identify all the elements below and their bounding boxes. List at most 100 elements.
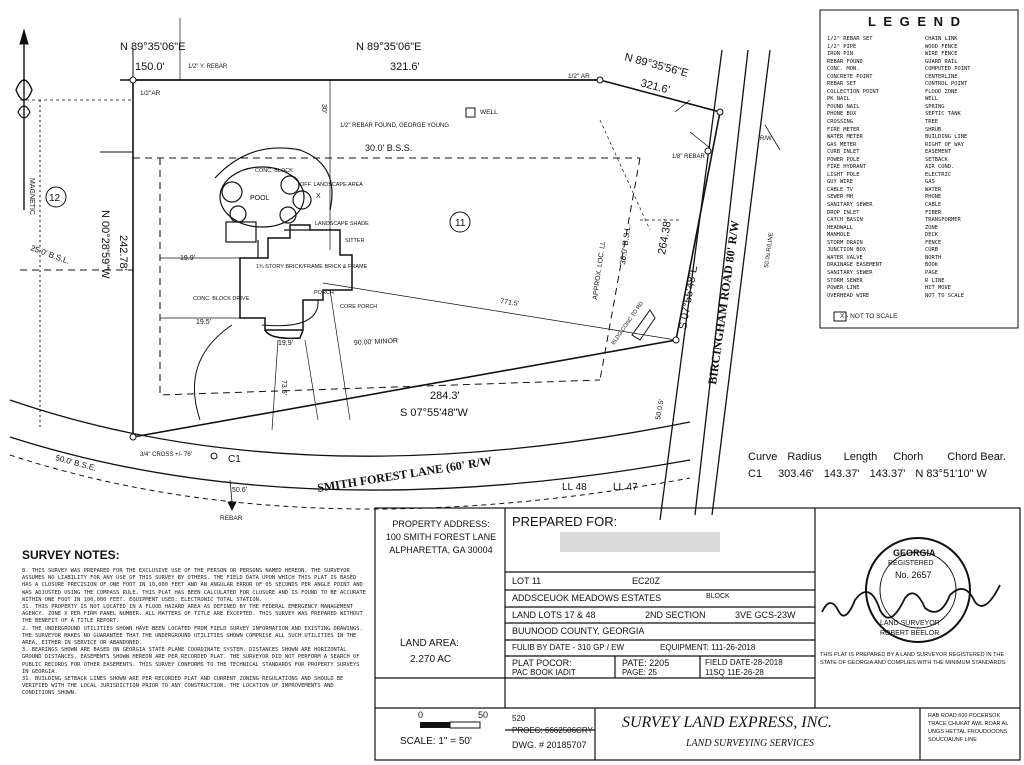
curve-table: Curve Radius Length Chorh Chord Bear. C1… [748, 451, 1006, 480]
prepared-for-label: PREPARED FOR: [512, 514, 618, 529]
legend-item: WATER METER [827, 134, 863, 141]
legend-item: CURB [925, 247, 938, 254]
south-bearing-dist: 284.3' [430, 390, 460, 402]
sitter-label: SITTER [345, 238, 365, 244]
legend-item: HEADWALL [827, 224, 853, 231]
legend-item: CATCH BASIN [827, 217, 863, 224]
legend-item: REBAR SET [827, 81, 857, 88]
porch-label: PORCH [314, 290, 334, 296]
legend-item: PK NAIL [827, 96, 850, 103]
property-address-line1: 100 SMITH FOREST LANE [385, 532, 497, 542]
title-block-frame [374, 507, 1021, 761]
legend-item: WATER VALVE [827, 254, 863, 261]
conc-drive-label: CONC. BLOCK DRIVE [193, 296, 250, 302]
curve-c1-note: 3/4" CROSS +/- 76' [140, 452, 192, 458]
legend-item: STORM DRAIN [827, 239, 863, 246]
seal-top: GEORGIA [893, 548, 936, 558]
legend-item: POWER LINE [827, 285, 860, 292]
north-bearing-a-dist: 150.0' [135, 61, 165, 73]
legend-item: CONTROL POINT [925, 81, 968, 88]
legend-item: REBAR FOUND [827, 58, 863, 65]
legend-item: TRANSFORMER [925, 217, 961, 224]
survey-notes-title: SURVEY NOTES: [22, 548, 120, 562]
legend-item: SHRUB [925, 126, 942, 133]
legend-item: DRAINAGE EASEMENT [827, 262, 883, 269]
curve-c1-label: C1 [228, 454, 241, 465]
legend-item: WIRE FENCE [925, 51, 958, 58]
legend-item: RIGHT OF WAY [925, 141, 964, 148]
tb-number: 520 [512, 714, 526, 723]
dim-735: 73.5' [280, 380, 287, 395]
surveyor-signature [821, 584, 1001, 619]
legend-item: GUARD RAIL [925, 58, 958, 65]
survey-note: 31. BUILDING SETBACK LINES SHOWN ARE PER… [22, 676, 344, 697]
redacted-client [560, 532, 720, 552]
legend-item: FENCE [925, 239, 942, 246]
legend-item: CONC. MON. [827, 66, 860, 73]
ll48-label: LL 48 [562, 482, 587, 493]
tb-block: BLOCK [706, 593, 730, 600]
conc-block-label: CONC. BLOCK [255, 168, 293, 174]
property-address-line2: ALPHARETTA, GA 30004 [389, 545, 493, 555]
dim-505: 50.0.5' [655, 399, 666, 421]
tb-equipment: EQUIPMENT: 111-26-2018 [660, 643, 756, 652]
legend-item: CURB INLET [827, 149, 860, 156]
legend-item: NORTH [925, 254, 942, 261]
tb-field-date3: 11SQ 11E-26-28 [705, 668, 764, 677]
land-area-label: LAND AREA: [400, 638, 459, 649]
bss-30-label: 30.0' B.S.S. [365, 143, 412, 153]
curve-cell-bearing: N 83°51'10" W [915, 468, 987, 480]
legend-item: AIR COND. [925, 164, 955, 171]
legend-item: TREE [925, 119, 938, 126]
tb-project: PROEC: 6662506CRY [512, 726, 593, 735]
legend-item: DECK [925, 232, 938, 239]
lot-circle [449, 211, 471, 233]
dim-199a: 19.9' [180, 255, 195, 262]
bsl-25-label: 25.0' B.S.L. [29, 243, 71, 266]
smith-forest-lane-row [9, 399, 691, 510]
legend-item: CABLE TV [827, 186, 853, 193]
survey-notes-body: 8. THIS SURVEY WAS PREPARED FOR THE EXCL… [22, 568, 367, 698]
legend-item: IRON PIN [827, 51, 853, 58]
dim-199b: 19.9' [278, 340, 293, 347]
scale-tick-0: 0 [418, 710, 424, 720]
tb-dwg: DWG. # 20185707 [512, 740, 587, 750]
well-label: WELL [480, 109, 498, 116]
tb-land-lots: LAND LOTS 17 & 48 [512, 610, 596, 620]
legend-item: SETBACK [925, 156, 948, 163]
dim-195: 19.5' [196, 319, 211, 326]
legend-item: WATER [925, 186, 942, 193]
legend-item: FOUND NAIL [827, 103, 860, 110]
company-subtitle: LAND SURVEYING SERVICES [686, 738, 814, 749]
scale-label: SCALE: 1" = 50' [400, 736, 472, 747]
legend-item: JUNCTION BOX [827, 247, 866, 254]
company-name: SURVEY LAND EXPRESS, INC. [622, 714, 832, 731]
legend-item: SEPTIC TANK [925, 111, 961, 118]
landscape-label: LANDSCAPE SHADE [315, 221, 369, 227]
land-area-value: 2.270 AC [410, 654, 452, 665]
covered-porch-label: CORE PORCH [340, 304, 377, 310]
legend-item: FIRE HYDRANT [827, 164, 866, 171]
tb-plat-book2: PAC BOOK IADIT [512, 668, 576, 677]
birch-rline-label: 50.0s R/LINE [764, 232, 775, 268]
rw-label: R/W [760, 136, 772, 142]
legend-item: SANITARY SEWER [827, 202, 873, 209]
scale-tick-50: 50 [478, 710, 489, 720]
tb-code: EC20Z [632, 576, 661, 586]
curve-cell-radius: 303.46' [778, 468, 814, 480]
east-bearing-dist: 264.38' [656, 218, 674, 255]
legend-item: ZONE [925, 224, 938, 231]
legend-item: R LINE [925, 277, 945, 284]
legend-x-note: X - NOT TO SCALE [840, 313, 898, 320]
curve-header-curve: Curve [748, 451, 778, 463]
seal-registered: REGISTERED [888, 560, 934, 567]
adj-lot-circle [45, 186, 67, 208]
rebar-leaders [227, 99, 781, 511]
survey-note: 2. THE UNDERGROUND UTILITIES SHOWN HAVE … [22, 625, 363, 647]
curve-header-length: Length [843, 451, 878, 463]
north-arrow-icon [15, 28, 33, 210]
legend-item: HIT MOVE [925, 285, 951, 292]
legend-item: SANITARY SEWER [827, 269, 873, 276]
west-bearing-dist: 242.78' [117, 235, 129, 271]
